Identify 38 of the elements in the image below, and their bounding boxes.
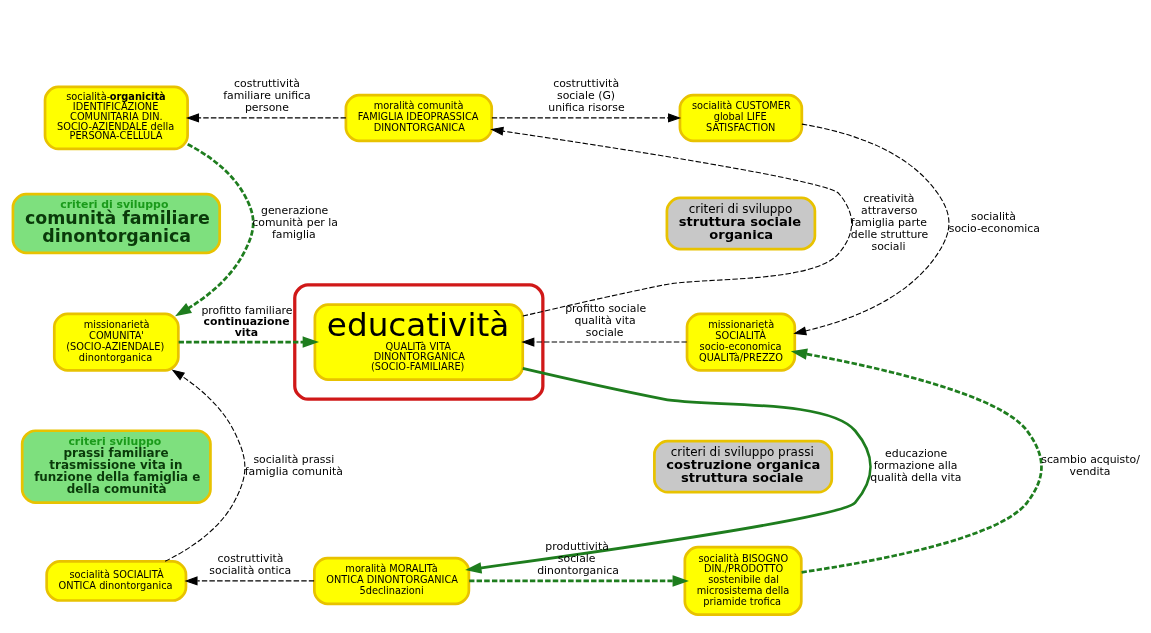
edge-label: generazione comunità per la famiglia — [252, 204, 338, 242]
arrow — [793, 123, 950, 336]
arrow — [491, 113, 682, 123]
edge-label: profitto sociale qualità vita sociale — [565, 301, 647, 339]
arrow — [490, 126, 853, 317]
node-box: moralità MORALITà ONTICA DINONTORGANICA 5declinazioni — [313, 556, 471, 606]
node-box: socialità-organicità IDENTIFICAZIONE COMUNITARIA DIN. SOCIO-AZIENDALE della PERSONA-CELLULA — [43, 85, 189, 151]
edge-label: educazione formazione alla qualità della vita — [870, 447, 962, 485]
arrow — [175, 143, 255, 317]
node-box: missionarietà SOCIALITÀ socio-economica QUALITà/PREZZO — [685, 312, 797, 372]
arrow — [164, 369, 246, 562]
node-box: criteri di sviluppo struttura sociale organica — [665, 196, 817, 251]
node-box: socialità BISOGNO DIN./PRODOTTO sostenibile dal microsistema della priamide trofica — [683, 545, 803, 616]
edge-label: socialità socio-economica — [948, 210, 1040, 236]
arrow — [185, 113, 347, 123]
node-box: criteri di sviluppo comunità familiare dinontorganica — [11, 192, 222, 255]
node-box: educatività QUALITà VITA DINONTORGANICA (SOCIO-FAMILIARE) — [313, 303, 525, 381]
edge-label: socialità prassi famiglia comunità — [244, 453, 343, 479]
edge-label: costruttività socialità ontica — [209, 552, 292, 578]
node-box: criteri di sviluppo prassi costruzione organica struttura sociale — [653, 439, 834, 494]
cluster — [293, 283, 545, 401]
edge-label: profitto familiare continuazione vita — [201, 303, 293, 339]
edge-label: costruttività sociale (G) unifica risorse — [548, 77, 625, 115]
node-box: socialità CUSTOMER global LIFE SATISFACTION — [678, 93, 804, 143]
node-box: socialità SOCIALITÀ ONTICA dinontorganica — [45, 559, 188, 602]
edge-label: scambio acquisto/ vendita — [1041, 453, 1140, 479]
edge-label: costruttività familiare unifica persone — [223, 77, 311, 115]
arrow — [790, 348, 1043, 574]
arrow — [469, 575, 689, 587]
arrow — [178, 336, 319, 348]
edge-label: produttività sociale dinontorganica — [537, 540, 619, 578]
node-box: moralità comunità FAMIGLIA IDEOPRASSICA DINONTORGANICA — [344, 93, 494, 143]
node-box: missionarietà COMUNITA' (SOCIO-AZIENDALE) dinontorganica — [52, 312, 180, 372]
arrow — [184, 576, 315, 586]
arrow — [521, 337, 688, 347]
arrow — [465, 367, 872, 574]
edge-label: creatività attraverso famiglia parte delle strutture sociali — [850, 192, 929, 254]
node-box: criteri sviluppo prassi familiare trasmissione vita in funzione della famiglia e della comunità — [20, 429, 212, 504]
